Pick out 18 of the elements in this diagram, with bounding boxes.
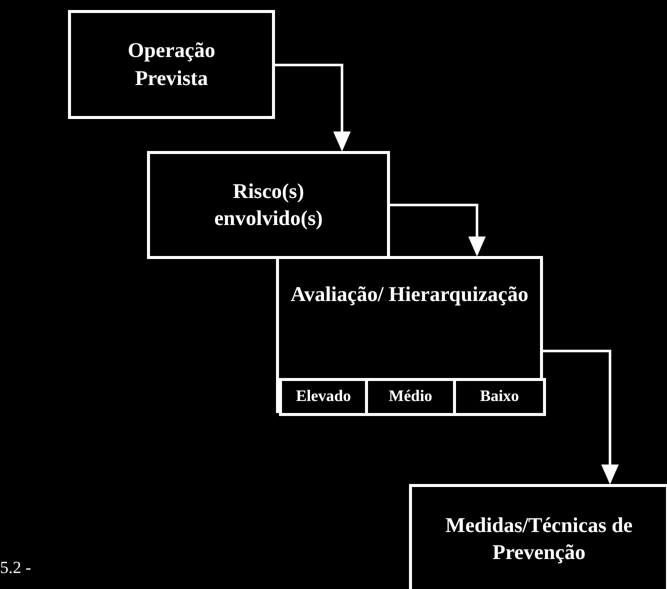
box-label: Operação Prevista [126,37,216,92]
process-box [147,151,390,259]
box-label: Medidas/Técnicas de Prevenção [444,512,634,566]
arrow [390,204,486,256]
process-box [68,10,275,119]
box-label: Baixo [480,386,520,407]
box-label: Elevado [296,386,352,407]
box-label: Risco(s) envolvido(s) [213,178,324,232]
arrow [275,64,351,152]
table-cell [453,378,546,416]
table-cell [365,378,456,416]
figure-number: 5.2 - [0,558,32,578]
process-box [409,484,667,589]
process-box [276,256,543,413]
box-label: Avaliação/ Hierarquização [290,281,528,308]
arrow [543,350,619,484]
table-cell [279,378,368,416]
box-label: Médio [388,386,432,407]
